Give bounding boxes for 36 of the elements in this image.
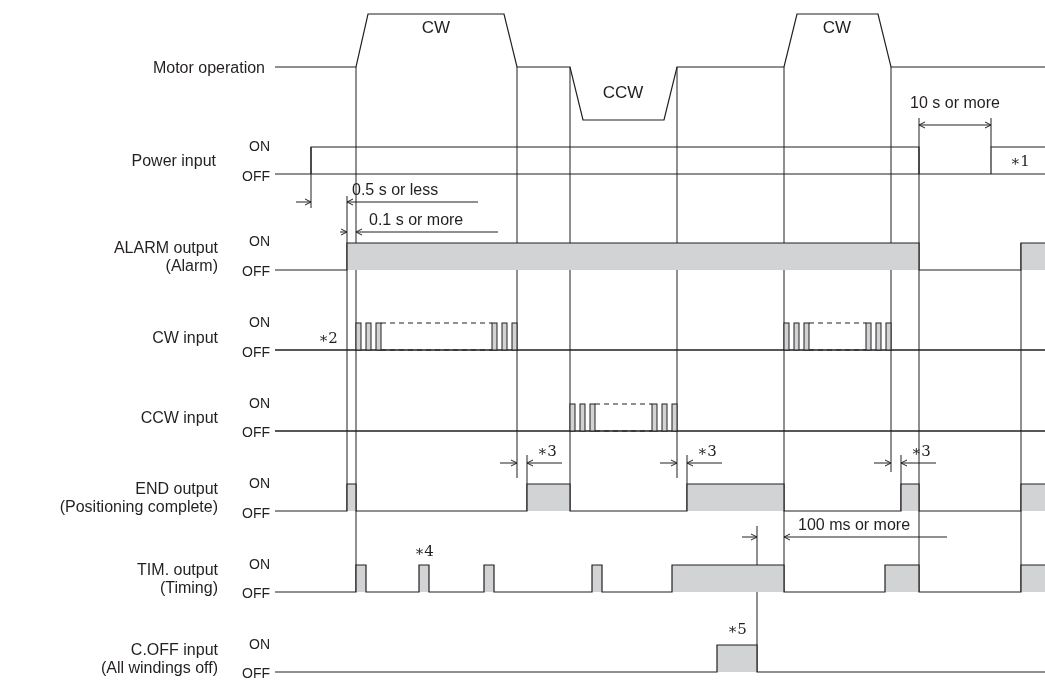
level-label: OFF — [242, 664, 270, 682]
signal-name: ALARM output (Alarm) — [113, 238, 218, 276]
signal-name: END output (Positioning complete) — [59, 479, 218, 517]
level-label: ON — [249, 474, 270, 492]
note-mark: ∗1 — [1010, 153, 1030, 171]
note-mark: ∗2 — [318, 330, 338, 348]
signal-name: Motor operation — [152, 58, 265, 78]
note-mark: ∗4 — [414, 543, 434, 561]
note-mark: ∗3 — [697, 443, 717, 461]
timing-annotation: 0.1 s or more — [369, 210, 464, 230]
motor-direction-label: CW — [822, 18, 852, 38]
level-label: ON — [249, 313, 270, 331]
signal-name: CW input — [152, 328, 218, 348]
signal-name: Power input — [131, 151, 216, 171]
level-label: OFF — [242, 423, 270, 441]
level-label: ON — [249, 394, 270, 412]
level-label: ON — [249, 635, 270, 653]
level-label: OFF — [242, 504, 270, 522]
motor-direction-label: CW — [421, 18, 451, 38]
level-label: OFF — [242, 262, 270, 280]
signal-name: CCW input — [140, 408, 218, 428]
level-label: OFF — [242, 167, 270, 185]
level-label: ON — [249, 555, 270, 573]
level-label: ON — [249, 137, 270, 155]
note-mark: ∗3 — [911, 443, 931, 461]
signal-name: TIM. output (Timing) — [137, 560, 218, 598]
timing-annotation: 10 s or more — [910, 93, 1000, 113]
timing-annotation: 100 ms or more — [798, 515, 911, 535]
motor-direction-label: CCW — [602, 83, 644, 103]
signal-name: C.OFF input (All windings off) — [100, 640, 218, 678]
level-label: ON — [249, 232, 270, 250]
note-mark: ∗5 — [727, 621, 747, 639]
timing-annotation: 0.5 s or less — [352, 180, 439, 200]
note-mark: ∗3 — [537, 443, 557, 461]
level-label: OFF — [242, 343, 270, 361]
level-label: OFF — [242, 584, 270, 602]
